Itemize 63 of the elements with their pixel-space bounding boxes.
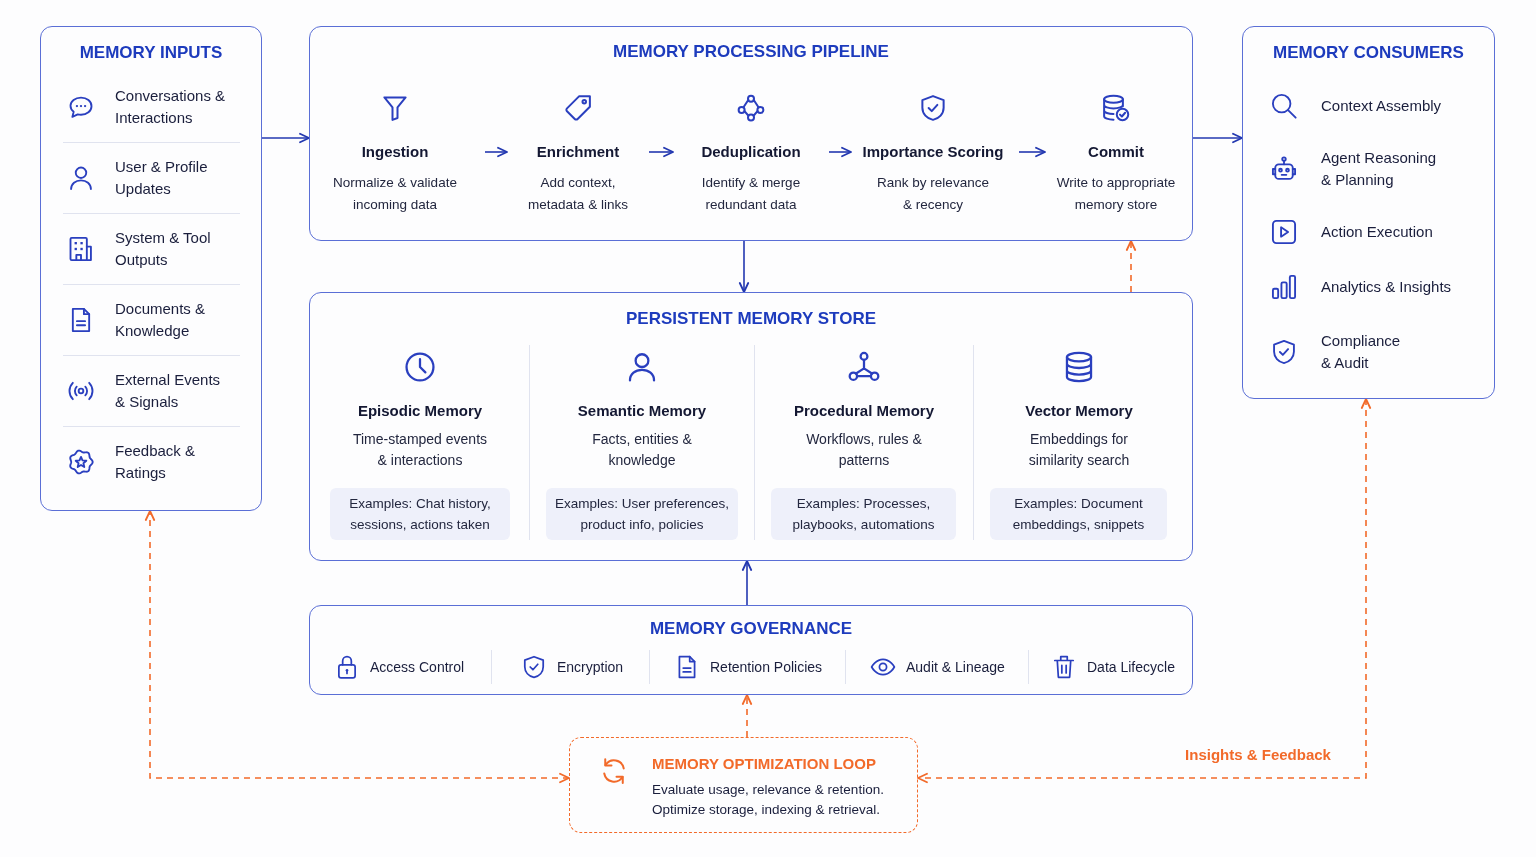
arrow xyxy=(1018,146,1046,158)
governance-label: Encryption xyxy=(557,658,624,677)
arrow xyxy=(741,560,753,606)
memory-type-title: Semantic Memory xyxy=(577,401,707,421)
memory-type-description: Embeddings for similarity search xyxy=(1027,430,1131,470)
panel-title: MEMORY CONSUMERS xyxy=(1273,42,1464,64)
panel-title: MEMORY PROCESSING PIPELINE xyxy=(613,41,889,63)
step-title: Deduplication xyxy=(700,142,802,162)
item-label: Conversations & Interactions xyxy=(115,86,227,128)
arrow xyxy=(648,146,674,158)
loop-panel xyxy=(569,737,918,833)
loop-description: Evaluate usage, relevance & retention. Optimize storage, indexing & retrieval. xyxy=(652,781,885,819)
item-label: User & Profile Updates xyxy=(115,157,209,199)
panel-frame xyxy=(1242,26,1495,399)
memory-type-description: Workflows, rules & patterns xyxy=(805,430,923,470)
item-label: Analytics & Insights xyxy=(1321,277,1453,297)
step-title: Ingestion xyxy=(360,142,430,162)
item-label: Feedback & Ratings xyxy=(115,441,197,483)
arrow xyxy=(828,146,852,158)
memory-type-title: Vector Memory xyxy=(1025,401,1133,421)
arrow xyxy=(261,132,310,144)
panel-frame xyxy=(309,605,1193,695)
dashed-arrow xyxy=(144,510,570,784)
memory-type-description: Facts, entities & knowledge xyxy=(591,430,693,470)
item-label: Agent Reasoning & Planning xyxy=(1321,148,1438,190)
governance-label: Audit & Lineage xyxy=(906,658,1005,677)
example-text: Examples: Chat history, sessions, actions taken xyxy=(348,495,492,534)
dashed-arrow xyxy=(1125,240,1137,293)
memory-type-title: Episodic Memory xyxy=(357,401,483,421)
governance-label: Access Control xyxy=(370,658,465,677)
panel-title: MEMORY INPUTS xyxy=(79,42,223,64)
item-label: Compliance & Audit xyxy=(1321,331,1402,373)
panel-title: MEMORY GOVERNANCE xyxy=(649,618,853,640)
step-title: Enrichment xyxy=(535,142,621,162)
arrow xyxy=(484,146,508,158)
item-label: External Events & Signals xyxy=(115,370,222,412)
dashed-arrow xyxy=(917,398,1372,784)
arrow xyxy=(738,240,750,293)
governance-label: Data Lifecycle xyxy=(1087,658,1175,677)
item-label: System & Tool Outputs xyxy=(115,228,212,270)
example-text: Examples: User preferences, product info, policies xyxy=(554,495,730,534)
panel-frame xyxy=(40,26,262,511)
step-description: Rank by relevance & recency xyxy=(876,174,990,214)
item-label: Context Assembly xyxy=(1321,96,1443,116)
step-description: Add context, metadata & links xyxy=(527,174,629,214)
example-text: Examples: Processes, playbooks, automations xyxy=(791,495,936,534)
dashed-arrow xyxy=(741,694,753,738)
loop-title: MEMORY OPTIMIZATION LOOP xyxy=(652,754,876,774)
governance-label: Retention Policies xyxy=(710,658,823,677)
memory-type-description: Time-stamped events & interactions xyxy=(351,430,489,470)
item-label: Documents & Knowledge xyxy=(115,299,207,341)
step-title: Commit xyxy=(1087,142,1145,162)
step-description: Normalize & validate incoming data xyxy=(332,174,458,214)
example-text: Examples: Document embeddings, snippets xyxy=(1011,495,1146,534)
step-title: Importance Scoring xyxy=(861,142,1005,162)
panel-frame xyxy=(309,292,1193,561)
panel-title: PERSISTENT MEMORY STORE xyxy=(626,308,876,330)
panel-frame xyxy=(309,26,1193,241)
step-description: Write to appropriate memory store xyxy=(1055,174,1177,214)
item-label: Action Execution xyxy=(1321,222,1434,242)
arrow xyxy=(1192,132,1243,144)
memory-type-title: Procedural Memory xyxy=(793,401,934,421)
step-description: Identify & merge redundant data xyxy=(700,174,802,214)
